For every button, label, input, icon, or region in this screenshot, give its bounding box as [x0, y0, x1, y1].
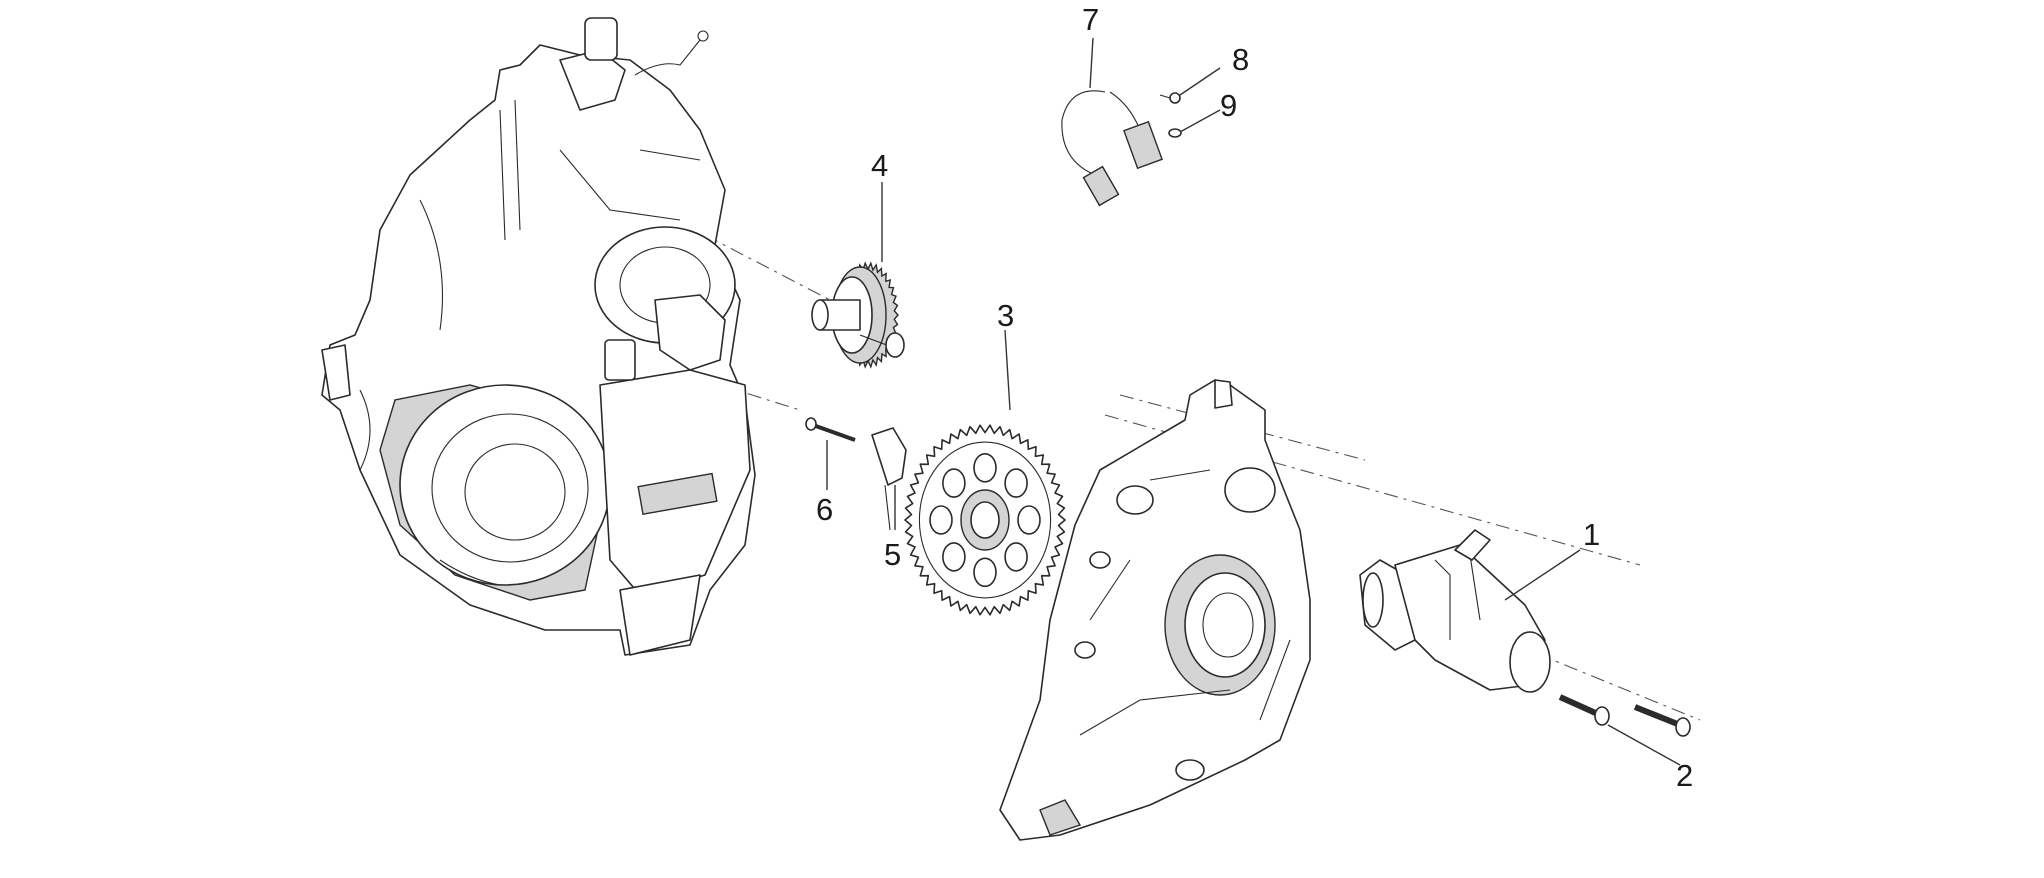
callout-7: 7	[1082, 2, 1099, 37]
idler-gear	[811, 261, 905, 369]
gear-rim	[918, 441, 1052, 599]
starter-motor	[1359, 529, 1551, 693]
leader-lines	[826, 37, 1681, 766]
gear-lightening-hole	[942, 468, 966, 498]
starter-bolt-upper	[1633, 704, 1691, 737]
gear-lightening-hole	[1004, 542, 1028, 572]
callout-6: 6	[816, 492, 833, 527]
callout-4: 4	[871, 148, 888, 183]
callout-9: 9	[1220, 88, 1237, 123]
callout-5: 5	[884, 537, 901, 572]
screw-small	[1159, 92, 1181, 104]
washer	[1168, 128, 1182, 138]
starter-bolt-lower	[1558, 694, 1610, 726]
gear-lightening-hole	[973, 452, 997, 483]
gear-lightening-hole	[942, 542, 966, 572]
callout-8: 8	[1232, 42, 1249, 77]
callout-3: 3	[997, 298, 1014, 333]
sensor-with-lead	[1061, 90, 1163, 207]
starter-gear	[904, 424, 1066, 616]
crankcase-cover	[999, 379, 1311, 841]
bracket-clip	[871, 427, 907, 531]
guide-pin	[805, 417, 856, 442]
gear-lightening-hole	[1004, 468, 1028, 498]
callout-1: 1	[1583, 517, 1600, 552]
callout-2: 2	[1676, 758, 1693, 793]
gear-lightening-hole	[973, 557, 997, 588]
gear-lightening-hole	[1017, 505, 1041, 535]
gear-bore	[970, 501, 1000, 539]
engine-assembly	[321, 17, 756, 656]
gear-lightening-hole	[929, 505, 953, 535]
